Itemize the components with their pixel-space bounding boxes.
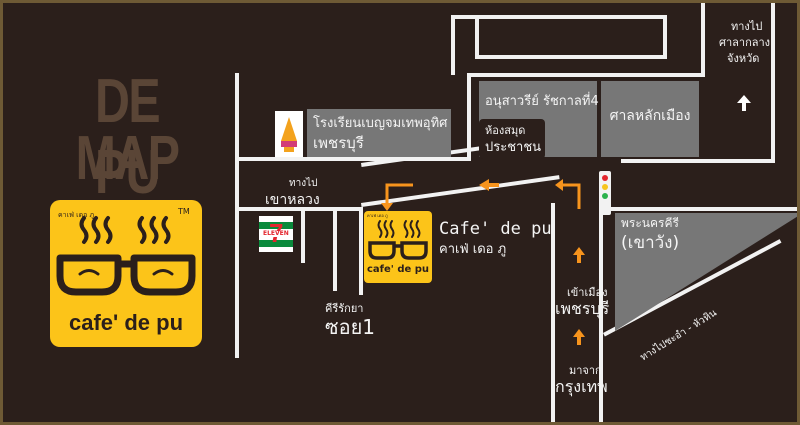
small-logo-thai: คาเฟ่ เดอ ภู <box>367 213 388 218</box>
road-top <box>455 15 665 19</box>
arrow-head-left-icon <box>555 179 563 191</box>
road-west <box>235 73 239 358</box>
monument-label: อนุสาวรีย์ รัชกาลที่4 <box>485 94 599 109</box>
road-monument-top <box>471 73 705 77</box>
school-emblem <box>275 111 303 157</box>
road-northeast <box>701 3 705 77</box>
seven-eleven-logo: 7 ELEVEN <box>259 216 293 252</box>
road-phetkasem-east <box>599 203 603 422</box>
road-school <box>239 157 467 161</box>
school-block: โรงเรียนเบญจมเทพอุทิศ เพชรบุรี <box>307 109 451 157</box>
city-pillar-label: ศาลหลักเมือง <box>609 108 691 124</box>
school-province: เพชรบุรี <box>313 134 364 152</box>
road-cafe-west <box>359 207 363 295</box>
map-title-line1: DE PU <box>94 67 161 207</box>
road-soi <box>301 209 305 263</box>
route-arrows <box>381 179 585 345</box>
small-logo-brand: cafe' de pu <box>366 264 430 275</box>
city-hall-label-1: ทางไป <box>731 20 763 33</box>
arrow-turn-down-icon <box>385 183 413 207</box>
destination-name-en: Cafe' de pu <box>439 219 552 239</box>
city-hall-label-2: ศาลากลาง <box>719 36 771 49</box>
road-east-bottom <box>621 159 775 163</box>
road-top-east <box>663 15 667 55</box>
library-label-1: ห้องสมุด <box>485 124 526 137</box>
khao-wang-labels: พระนครคีรี (เขาวัง) <box>615 213 779 331</box>
road-to-khao-wang <box>603 207 797 211</box>
arrow-up-icon <box>737 95 751 111</box>
khao-luang-label-2: เขาหลวง <box>265 192 320 208</box>
arrow-up-orange-1-icon <box>573 247 585 255</box>
enter-city-label-1: เข้าเมือง <box>567 286 608 299</box>
soi-label-1: คีรีรักยา <box>325 302 364 315</box>
traffic-light-icon <box>599 171 611 215</box>
khao-luang-label-1: ทางไป <box>289 178 318 189</box>
road-main-west <box>239 207 359 211</box>
arrow-up-orange-2-icon <box>573 329 585 337</box>
school-name: โรงเรียนเบญจมเทพอุทิศ <box>313 116 448 131</box>
logo-tm: TM <box>178 207 190 216</box>
road-top-inner-west <box>475 15 479 59</box>
city-hall-label-3: จังหวัด <box>727 52 760 65</box>
cafe-location-marker: คาเฟ่ เดอ ภู cafe' de pu <box>364 211 432 283</box>
map-title-line2: MAP <box>75 124 180 193</box>
arrow-turn-left-icon <box>563 183 581 209</box>
cafe-logo: คาเฟ่ เดอ ภู TM cafe' de pu <box>50 200 202 347</box>
library-label-2: ประชาชน <box>485 140 542 155</box>
arrow-head-down-icon <box>381 203 393 211</box>
road-east <box>771 3 775 163</box>
enter-city-label-2: เพชรบุรี <box>555 299 610 318</box>
logo-brand: cafe' de pu <box>68 310 184 335</box>
logo-small-text: คาเฟ่ เดอ ภู <box>58 211 95 219</box>
khao-wang-label-1: พระนครคีรี <box>621 216 679 230</box>
city-pillar-block: ศาลหลักเมือง <box>601 81 699 157</box>
arrow-left-icon <box>479 179 489 191</box>
road-main-west-down <box>333 211 337 291</box>
road-monument-west <box>467 73 471 161</box>
steaming-glasses-icon <box>56 216 196 296</box>
soi-label-2: ซอย1 <box>325 315 376 339</box>
seven-eleven-word: ELEVEN <box>262 230 290 237</box>
from-bkk-label-1: มาจาก <box>569 364 602 377</box>
road-north <box>451 15 455 75</box>
khao-wang-label-2: (เขาวัง) <box>621 233 680 253</box>
road-top-inner <box>479 55 667 59</box>
library-block: ห้องสมุด ประชาชน <box>479 119 545 159</box>
small-steaming-glasses-icon <box>368 220 428 260</box>
road-phetkasem-west <box>551 203 555 422</box>
school-emblem-icon <box>281 117 297 152</box>
destination-name-th: คาเฟ่ เดอ ภู <box>439 242 507 257</box>
from-bkk-label-2: กรุงเทพ <box>555 377 608 396</box>
